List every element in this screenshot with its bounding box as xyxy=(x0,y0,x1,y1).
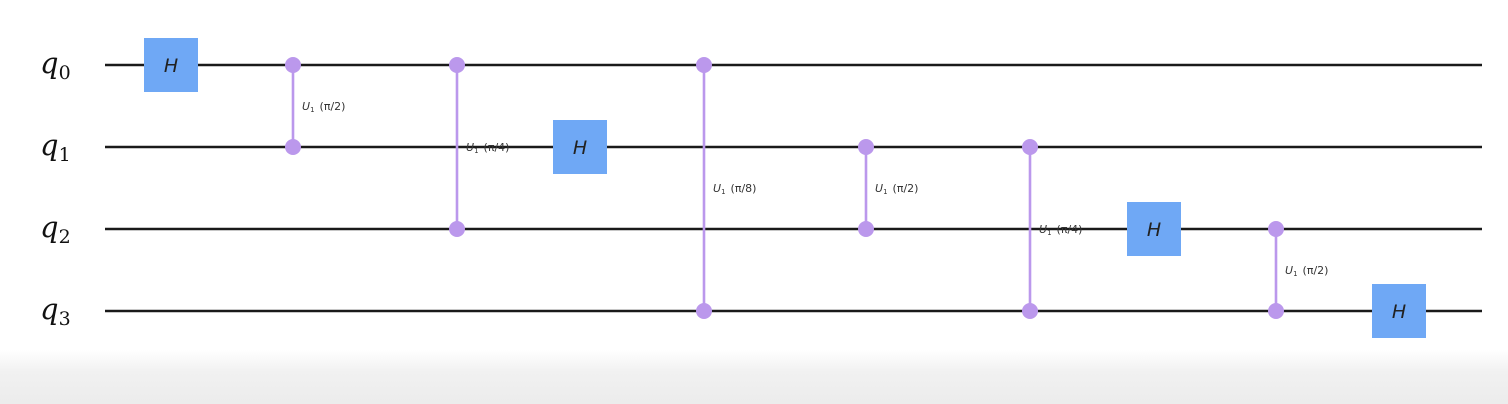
phase-gate-label: U1(π/2) xyxy=(1285,264,1328,278)
controlled-u1-gate-2: U1(π/4) xyxy=(449,57,509,237)
controlled-u1-gate-4: U1(π/8) xyxy=(696,57,756,319)
h-gate-label: H xyxy=(1147,219,1161,241)
target-dot xyxy=(1268,303,1284,319)
target-dot xyxy=(1022,303,1038,319)
qubit-label-1: q1 xyxy=(40,128,71,166)
phase-gate-label: U1(π/2) xyxy=(302,100,345,114)
target-dot xyxy=(858,221,874,237)
controlled-u1-gate-1: U1(π/2) xyxy=(285,57,345,155)
qubit-label-0: q0 xyxy=(40,46,71,84)
controlled-u1-gate-6: U1(π/4) xyxy=(1022,139,1082,319)
control-dot xyxy=(285,57,301,73)
phase-gate-label: U1(π/8) xyxy=(713,182,756,196)
h-gate-box xyxy=(144,38,198,92)
phase-gate-label: U1(π/2) xyxy=(875,182,918,196)
h-gate-label: H xyxy=(573,137,587,159)
controlled-u1-gate-8: U1(π/2) xyxy=(1268,221,1328,319)
qubit-label-3: q3 xyxy=(40,292,71,330)
h-gate-label: H xyxy=(1392,301,1406,323)
qubit-label-2: q2 xyxy=(40,210,71,248)
h-gate-q0: H xyxy=(144,38,198,92)
phase-gate-label: U1(π/4) xyxy=(466,141,509,155)
h-gate-box xyxy=(1127,202,1181,256)
target-dot xyxy=(449,221,465,237)
h-gate-q1: H xyxy=(553,120,607,174)
h-gate-label: H xyxy=(164,55,178,77)
control-dot xyxy=(449,57,465,73)
control-dot xyxy=(696,57,712,73)
control-dot xyxy=(1268,221,1284,237)
h-gate-q2: H xyxy=(1127,202,1181,256)
control-dot xyxy=(858,139,874,155)
bottom-fade-band xyxy=(0,350,1508,404)
target-dot xyxy=(696,303,712,319)
h-gate-q3: H xyxy=(1372,284,1426,338)
h-gate-box xyxy=(1372,284,1426,338)
h-gate-box xyxy=(553,120,607,174)
control-dot xyxy=(1022,139,1038,155)
controlled-u1-gate-5: U1(π/2) xyxy=(858,139,918,237)
phase-gate-label: U1(π/4) xyxy=(1039,223,1082,237)
target-dot xyxy=(285,139,301,155)
